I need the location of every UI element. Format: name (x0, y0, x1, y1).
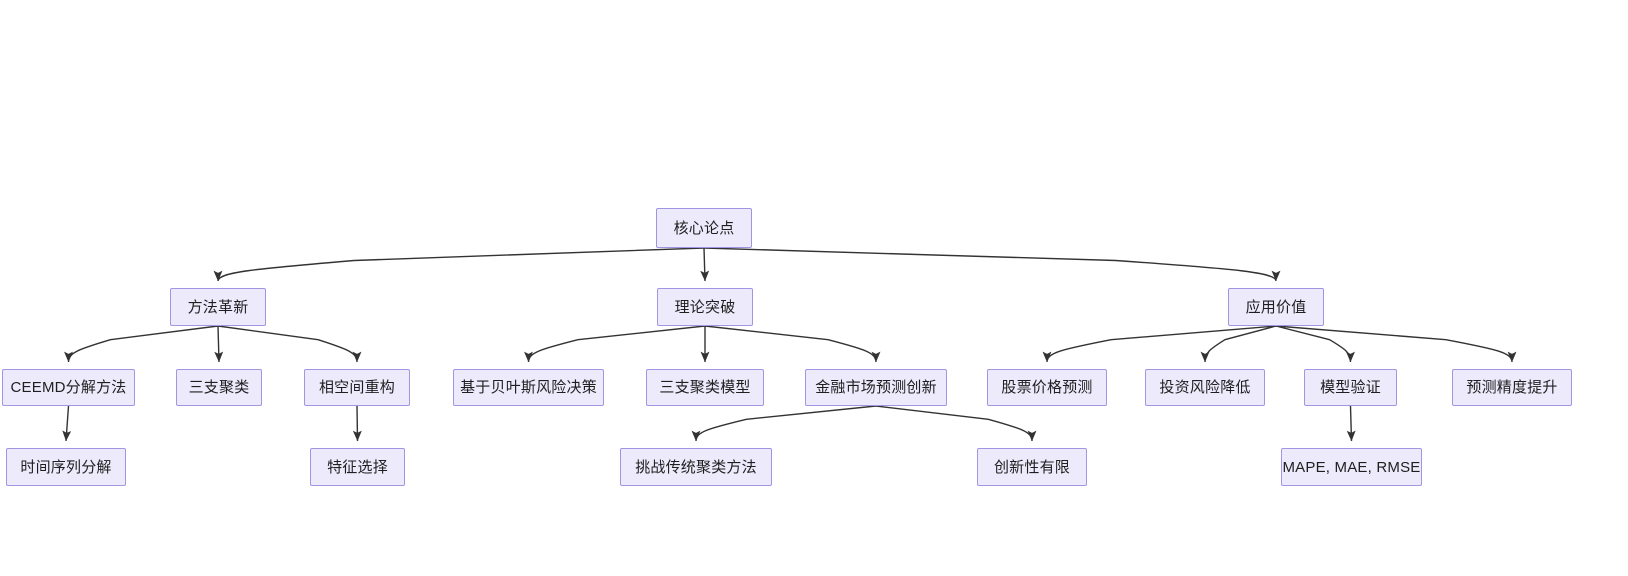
node-n15[interactable]: 特征选择 (310, 448, 405, 486)
node-label: 相空间重构 (318, 379, 395, 396)
edge-n2-to-n9 (704, 325, 881, 363)
edge-n1-to-n6 (217, 325, 362, 363)
node-n18[interactable]: MAPE, MAE, RMSE (1281, 448, 1422, 486)
node-label: 预测精度提升 (1466, 379, 1558, 396)
node-label: 股票价格预测 (1001, 379, 1093, 396)
edge-n6-to-n15 (352, 405, 362, 442)
node-label: 时间序列分解 (20, 458, 112, 476)
node-label: 基于贝叶斯风险决策 (460, 379, 597, 396)
edge-n3-to-n13 (1275, 325, 1517, 363)
edge-n9-to-n16 (691, 405, 877, 442)
node-label: 金融市场预测创新 (815, 379, 937, 396)
node-n5[interactable]: 三支聚类 (176, 369, 262, 406)
edge-n4-to-n14 (62, 405, 72, 442)
node-n10[interactable]: 股票价格预测 (987, 369, 1107, 406)
node-n7[interactable]: 基于贝叶斯风险决策 (453, 369, 604, 406)
node-n8[interactable]: 三支聚类模型 (646, 369, 764, 406)
node-n4[interactable]: CEEMD分解方法 (2, 369, 135, 406)
node-n17[interactable]: 创新性有限 (977, 448, 1087, 486)
node-n0[interactable]: 核心论点 (656, 208, 752, 248)
node-label: MAPE, MAE, RMSE (1282, 458, 1421, 476)
edge-n3-to-n11 (1200, 325, 1277, 363)
edge-n0-to-n1 (213, 247, 705, 282)
edge-n2-to-n7 (524, 325, 706, 363)
edge-n0-to-n3 (703, 247, 1281, 282)
node-label: 创新性有限 (993, 458, 1070, 476)
node-label: 三支聚类模型 (659, 379, 751, 396)
node-label: 三支聚类 (188, 379, 250, 396)
node-n13[interactable]: 预测精度提升 (1452, 369, 1572, 406)
node-label: 挑战传统聚类方法 (635, 458, 757, 476)
node-n12[interactable]: 模型验证 (1304, 369, 1397, 406)
edge-n3-to-n12 (1275, 325, 1355, 363)
node-n16[interactable]: 挑战传统聚类方法 (620, 448, 772, 486)
node-n1[interactable]: 方法革新 (170, 288, 266, 326)
node-n9[interactable]: 金融市场预测创新 (805, 369, 947, 406)
node-label: 特征选择 (327, 458, 388, 476)
edge-n12-to-n18 (1346, 405, 1356, 442)
edges-group (62, 247, 1517, 442)
node-n3[interactable]: 应用价值 (1228, 288, 1324, 326)
edge-n1-to-n5 (214, 325, 224, 363)
edge-n9-to-n17 (875, 405, 1037, 442)
node-n14[interactable]: 时间序列分解 (6, 448, 126, 486)
edge-n1-to-n4 (64, 325, 219, 363)
node-label: 理论突破 (674, 298, 736, 316)
node-label: 应用价值 (1245, 298, 1307, 316)
node-n11[interactable]: 投资风险降低 (1145, 369, 1265, 406)
edge-n0-to-n2 (700, 247, 710, 282)
node-label: CEEMD分解方法 (10, 379, 127, 396)
node-n2[interactable]: 理论突破 (657, 288, 753, 326)
node-label: 核心论点 (673, 219, 735, 237)
node-label: 模型验证 (1320, 379, 1381, 396)
edge-n3-to-n10 (1042, 325, 1277, 363)
node-label: 投资风险降低 (1159, 379, 1251, 396)
node-n6[interactable]: 相空间重构 (304, 369, 410, 406)
node-label: 方法革新 (187, 298, 249, 316)
